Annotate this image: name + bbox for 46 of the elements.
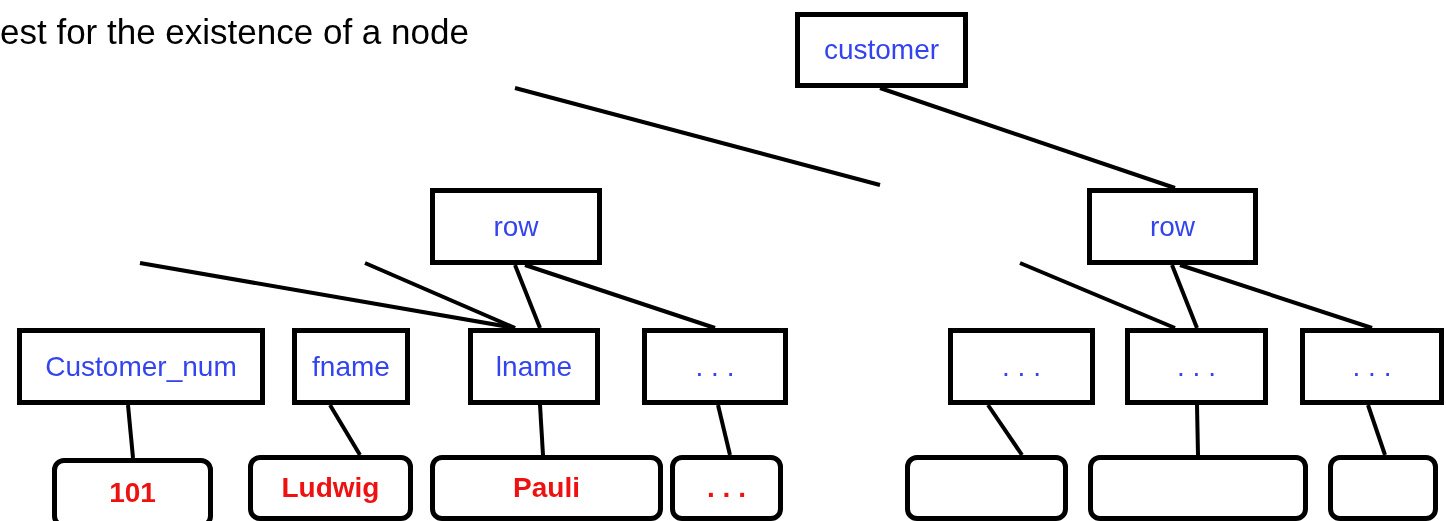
connector-line xyxy=(1179,263,1373,330)
connector-line xyxy=(328,403,362,457)
connector-line xyxy=(538,404,545,456)
element-box xyxy=(292,328,410,405)
element-name: fname xyxy=(312,350,390,383)
connector-line xyxy=(1019,261,1176,330)
element-name: customer xyxy=(823,34,940,66)
empty-box xyxy=(1328,455,1438,521)
value-text: . . . xyxy=(707,472,746,504)
element-box xyxy=(1087,188,1258,265)
element-box xyxy=(468,328,600,405)
element-box xyxy=(948,328,1095,405)
element-box xyxy=(17,328,265,405)
connector-line xyxy=(986,403,1024,457)
element-name: lname xyxy=(495,350,573,383)
connector-line xyxy=(1195,404,1200,456)
value-text: 101 xyxy=(109,477,156,509)
value-box xyxy=(248,455,413,521)
connector-line xyxy=(524,263,716,330)
connector-line xyxy=(879,86,1176,190)
connector-line xyxy=(126,404,135,459)
element-box xyxy=(1300,328,1444,405)
element-box xyxy=(642,328,788,405)
connector-line xyxy=(716,404,732,456)
element-box xyxy=(430,188,602,265)
element-name: . . . xyxy=(1002,350,1041,383)
empty-box xyxy=(905,455,1068,521)
heading-text: est for the existence of a node xyxy=(0,12,469,52)
value-box xyxy=(670,455,783,521)
value-box xyxy=(430,455,663,521)
element-name: Customer_num xyxy=(45,350,237,383)
value-text: Pauli xyxy=(513,472,580,504)
element-name: . . . xyxy=(1177,350,1216,383)
value-text: Ludwig xyxy=(281,472,380,504)
element-name: row xyxy=(493,210,539,243)
connector-line xyxy=(364,261,516,330)
element-name: . . . xyxy=(695,350,735,383)
element-box xyxy=(1125,328,1268,405)
connector-line xyxy=(1170,264,1199,329)
element-box xyxy=(795,12,968,88)
value-box xyxy=(52,458,213,521)
element-name: . . . xyxy=(1352,350,1392,383)
connector-line xyxy=(513,264,542,329)
empty-box xyxy=(1088,455,1308,521)
element-name: row xyxy=(1149,210,1196,243)
connector-line xyxy=(1366,404,1387,456)
